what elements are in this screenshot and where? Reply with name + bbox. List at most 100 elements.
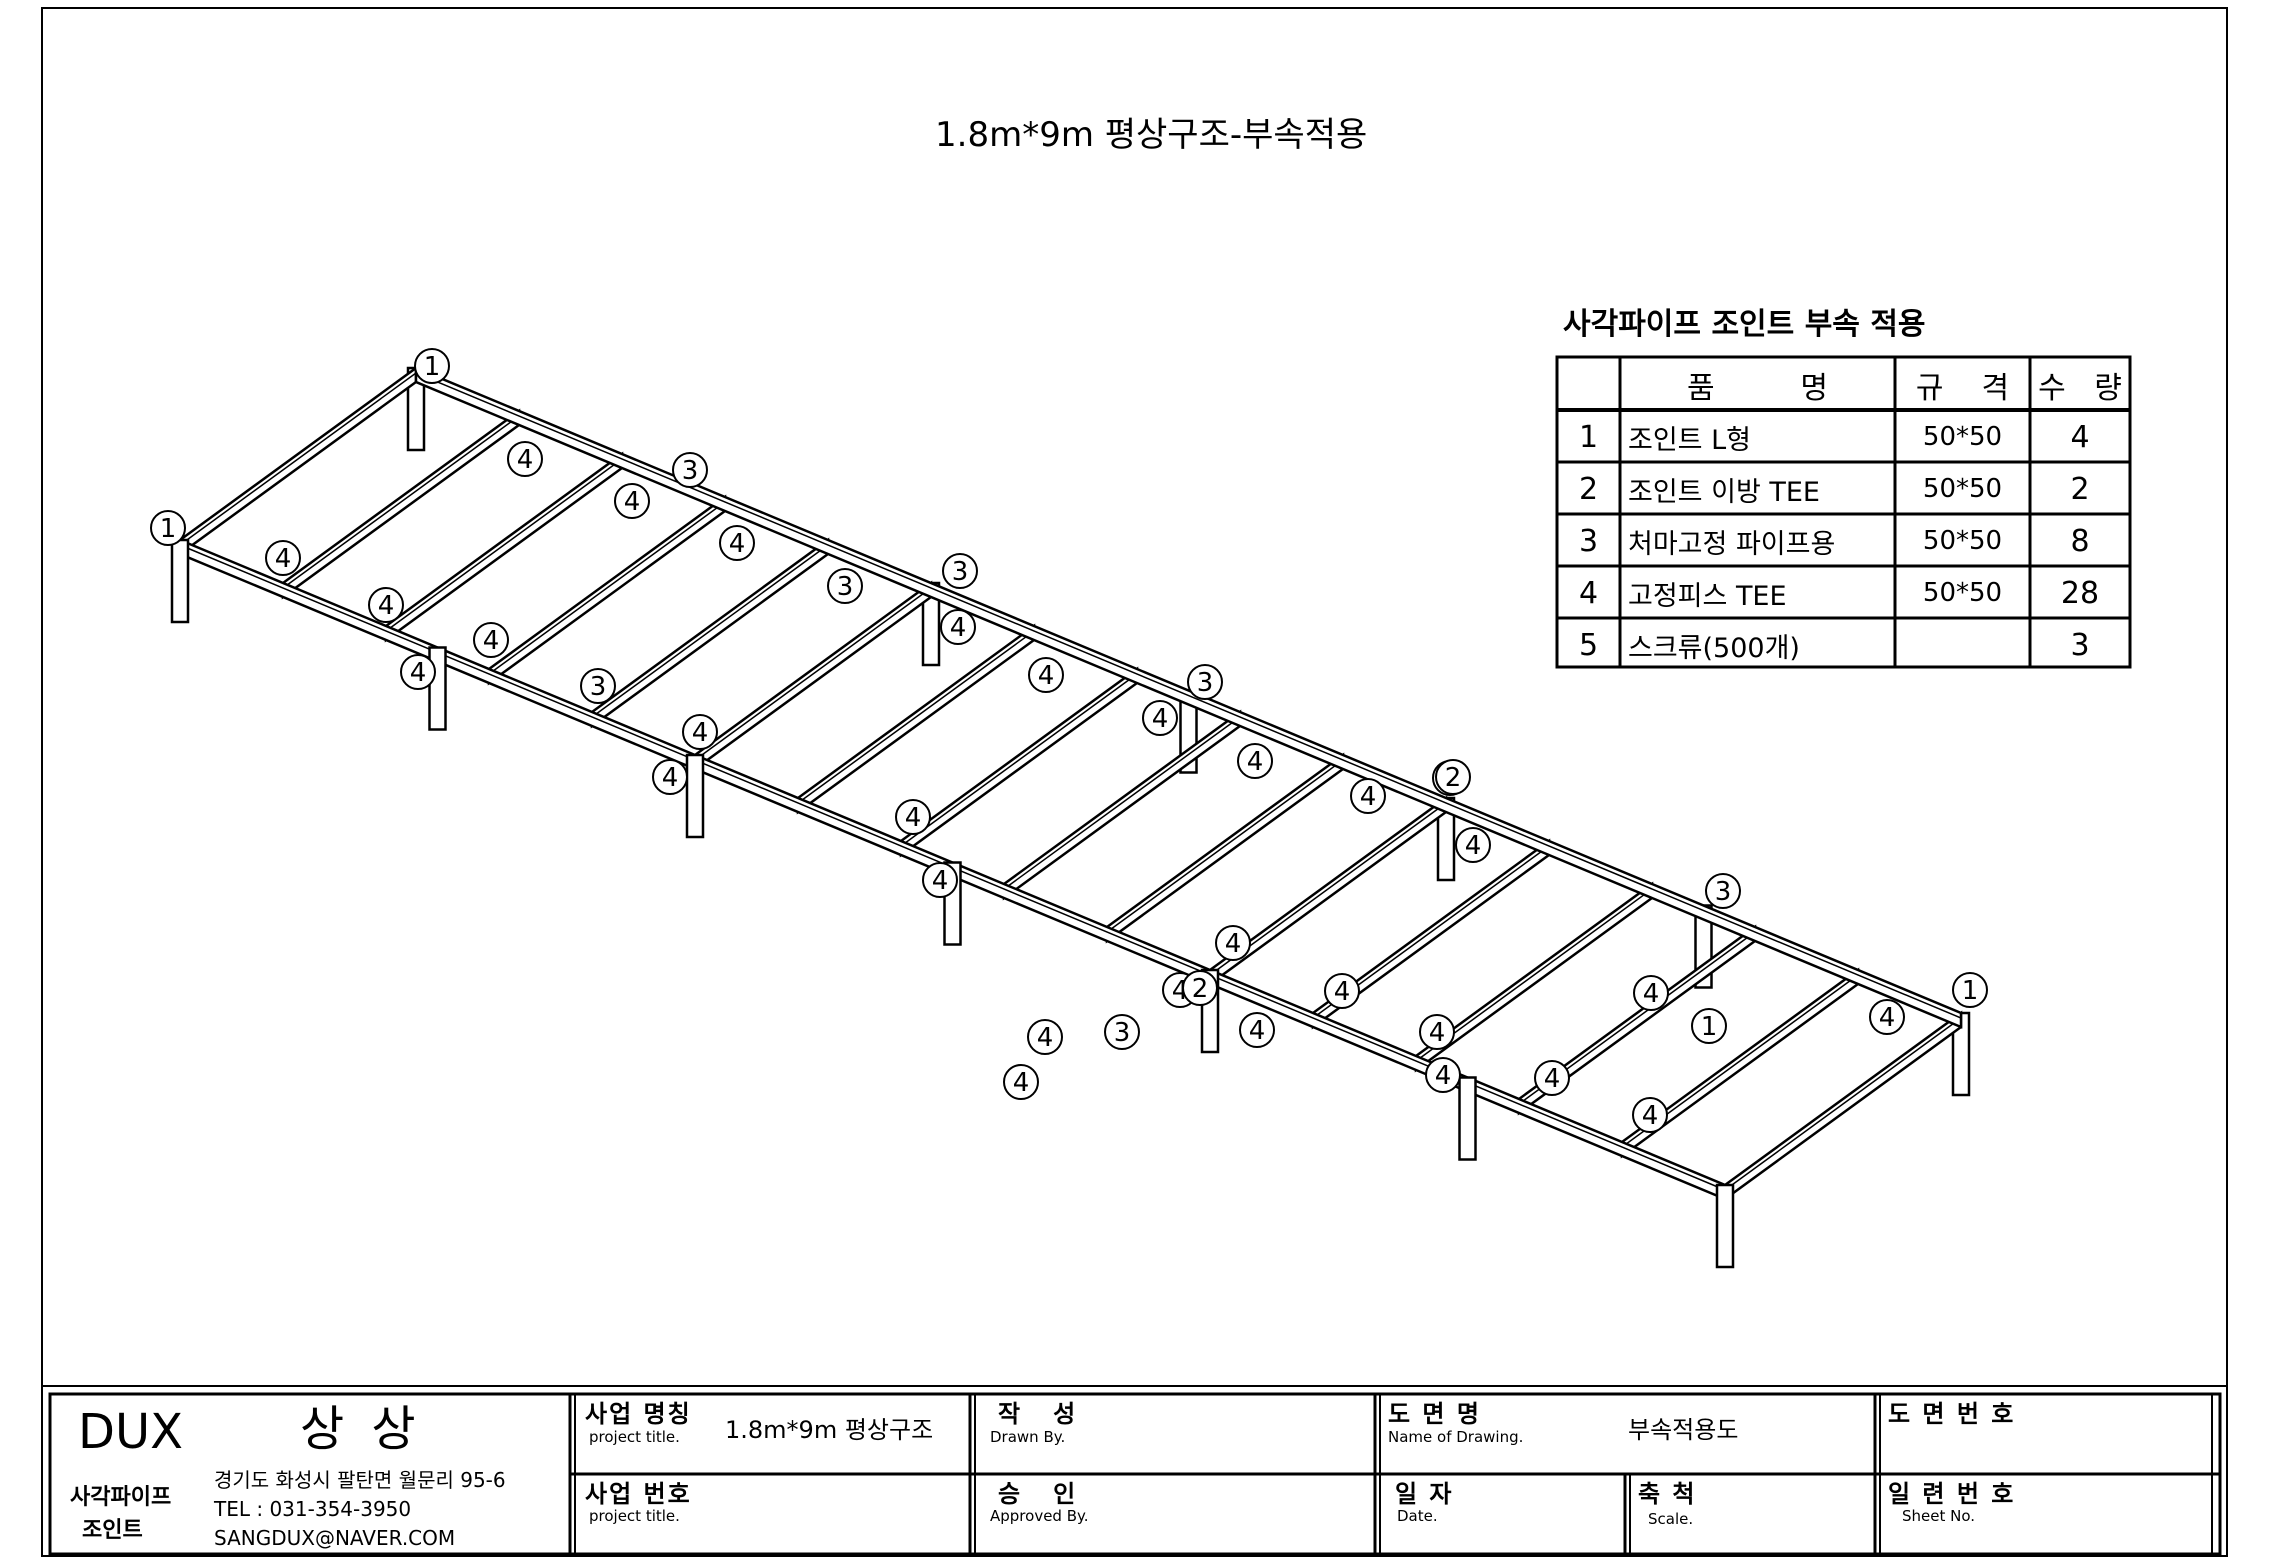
approved-by-en: Approved By.: [990, 1507, 1089, 1525]
scale-en: Scale.: [1648, 1510, 1694, 1528]
joist-5-edge: [694, 587, 932, 761]
parts-row-4-qty: 28: [2060, 575, 2100, 611]
callout-circle-10: [580, 668, 616, 704]
callout-label-8: 4: [483, 626, 500, 656]
callout-label-10: 3: [590, 672, 607, 702]
callout-label-38: 4: [1544, 1064, 1561, 1094]
parts-row-3-qty: 8: [2070, 523, 2090, 559]
callout-circle-22: [1350, 778, 1386, 814]
parts-row-5-qty: 3: [2070, 627, 2090, 663]
parts-header-qty: 수 량: [2038, 371, 2122, 406]
parts-row-3-name: 처마고정 파이프용: [1628, 528, 1836, 560]
parts-row-5-name: 스크류(500개): [1628, 632, 1800, 664]
callout-circle-34: [1691, 1008, 1727, 1044]
drawing-name-label: 도 면 명: [1388, 1400, 1481, 1428]
project-no-en: project title.: [589, 1507, 680, 1525]
beam-back-edge: [415, 372, 1962, 1019]
post-front-5: [1458, 1076, 1477, 1161]
callout-label-13: 3: [837, 572, 854, 602]
callout-circle-42: [1952, 972, 1988, 1008]
drawing-no-label: 도 면 번 호: [1888, 1400, 2016, 1428]
callout-circle-37: [1632, 1097, 1668, 1133]
parts-row-3-no: 3: [1578, 523, 1599, 559]
callout-label-26: 4: [1225, 929, 1242, 959]
sheet-no-label: 일 련 번 호: [1888, 1480, 2016, 1508]
callout-circle-21: [1237, 743, 1273, 779]
joist-12-edge: [1415, 888, 1653, 1062]
company-tel: TEL : 031-354-3950: [214, 1497, 412, 1521]
company-address: 경기도 화성시 팔탄면 월문리 95-6: [214, 1468, 506, 1492]
post-back-5: [1951, 1011, 1971, 1097]
callout-label-11: 4: [692, 718, 709, 748]
callout-label-17: 4: [905, 803, 922, 833]
callout-label-29: 4: [1037, 1023, 1054, 1053]
beam-back: [414, 366, 1963, 1029]
project-name-en: project title.: [589, 1428, 680, 1446]
project-name-label: 사업 명칭: [585, 1400, 692, 1428]
company-sub2: 조인트: [82, 1518, 143, 1543]
callout-label-19: 3: [1197, 668, 1214, 698]
approved-by-label: 승 인: [998, 1480, 1078, 1508]
callout-label-32: 4: [1334, 977, 1351, 1007]
callout-label-6: 4: [275, 544, 292, 574]
callout-label-42: 1: [1962, 976, 1979, 1006]
parts-row-5-spec: [1895, 620, 2030, 670]
callout-circle-8: [473, 622, 509, 658]
parts-row-3-spec: 50*50: [1922, 526, 2003, 556]
callout-circle-29: [1027, 1019, 1063, 1055]
callout-label-37: 4: [1642, 1101, 1659, 1131]
parts-row-1-spec: 50*50: [1922, 422, 2003, 452]
parts-header-name: 품 명: [1686, 371, 1829, 406]
parts-header-spec: 규 격: [1915, 371, 2010, 406]
joist-1-edge: [282, 415, 520, 589]
callout-label-22: 4: [1360, 782, 1377, 812]
drawn-by-en: Drawn By.: [990, 1428, 1066, 1446]
callout-label-4: 4: [729, 529, 746, 559]
joist-6-edge: [797, 630, 1035, 804]
post-front-0: [170, 538, 190, 624]
drawing-title: 1.8m*9m 평상구조-부속적용: [935, 115, 1368, 155]
company-sub1: 사각파이프: [70, 1485, 172, 1510]
project-no-label: 사업 번호: [585, 1480, 692, 1508]
callout-circle-2: [614, 483, 650, 519]
callout-label-12: 4: [662, 763, 679, 793]
scale-label: 축 척: [1638, 1480, 1697, 1508]
callout-circle-26: [1215, 925, 1251, 961]
callout-circle-5: [150, 510, 186, 546]
callout-circle-31: [1239, 1012, 1275, 1048]
parts-row-4-name: 고정피스 TEE: [1628, 580, 1787, 612]
callout-label-9: 4: [410, 658, 427, 688]
date-en: Date.: [1397, 1507, 1438, 1525]
parts-header-no: [1557, 360, 1620, 410]
joist-9-edge: [1106, 759, 1344, 933]
parts-row-2-qty: 2: [2070, 471, 2090, 507]
callout-label-20: 4: [1152, 704, 1169, 734]
callout-circle-6: [265, 540, 301, 576]
callout-circle-20: [1142, 700, 1178, 736]
date-label: 일 자: [1395, 1480, 1454, 1508]
callout-circle-13: [827, 568, 863, 604]
joist-7-edge: [900, 673, 1138, 847]
callout-label-21: 4: [1247, 747, 1264, 777]
callout-label-3: 3: [682, 456, 699, 486]
callout-label-30: 4: [1013, 1068, 1030, 1098]
callout-circle-35: [1425, 1057, 1461, 1093]
callout-circle-28: [1104, 1014, 1140, 1050]
joist-0-edge: [179, 372, 417, 546]
callout-circle-24: [1435, 759, 1471, 795]
callout-label-25: 4: [1465, 831, 1482, 861]
callout-label-35: 4: [1435, 1061, 1452, 1091]
callout-label-16: 4: [932, 866, 949, 896]
parts-row-2-spec: 50*50: [1922, 474, 2003, 504]
callout-label-2: 4: [624, 487, 641, 517]
callout-label-15: 3: [952, 557, 969, 587]
company-brand: DUX: [78, 1404, 183, 1460]
post-front-2: [685, 753, 705, 839]
callout-label-24: 2: [1445, 763, 1462, 793]
parts-row-1-name: 조인트 L형: [1628, 424, 1751, 456]
post-front-1: [428, 646, 447, 731]
callout-label-28: 3: [1114, 1018, 1131, 1048]
callout-circle-11: [682, 714, 718, 750]
callout-markers: 1443414444344343444344442444344444143444…: [150, 348, 1988, 1133]
callout-circle-30: [1003, 1064, 1039, 1100]
